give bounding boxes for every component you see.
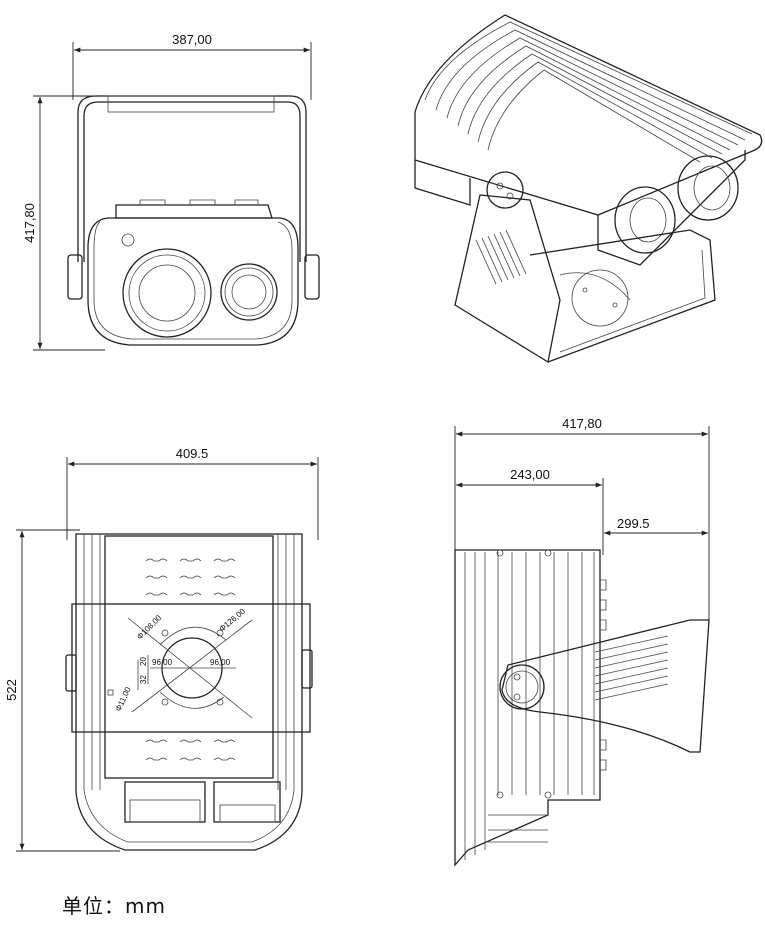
front-bracket bbox=[67, 95, 320, 300]
bottom-base-plate: Φ108,00 Φ126,00 96,00 96,00 20 32 Φ11,00 bbox=[71, 603, 311, 733]
hole-dia-label: Φ11,00 bbox=[114, 685, 133, 713]
front-height-dimension: 417,80 bbox=[22, 95, 105, 351]
side-bracket-label: 299.5 bbox=[617, 516, 650, 531]
offset-96-left-label: 96,00 bbox=[152, 658, 173, 667]
bottom-width-dimension: 409.5 bbox=[66, 446, 319, 540]
side-total-dimension: 417,80 bbox=[454, 416, 710, 620]
dia-126-label: Φ126,00 bbox=[218, 606, 248, 633]
bottom-vents-top bbox=[145, 558, 236, 596]
side-body-dimension: 243,00 bbox=[456, 467, 604, 555]
side-bracket-arm bbox=[499, 619, 710, 753]
front-width-dimension: 387,00 bbox=[72, 32, 312, 100]
unit-label: 单位：mm bbox=[62, 894, 166, 918]
bottom-width-label: 409.5 bbox=[176, 446, 209, 461]
front-small-lens bbox=[220, 263, 278, 321]
offset-96-right-label: 96,00 bbox=[210, 658, 231, 667]
side-bracket-dimension: 299.5 bbox=[604, 516, 708, 536]
bottom-view: 409.5 522 bbox=[4, 446, 319, 852]
offset-20-label: 20 bbox=[139, 657, 148, 666]
iso-lens-barrels bbox=[597, 150, 746, 266]
front-height-label: 417,80 bbox=[22, 203, 37, 243]
isometric-view bbox=[414, 14, 763, 364]
iso-bracket bbox=[454, 171, 716, 364]
front-housing bbox=[87, 199, 299, 346]
offset-32-label: 32 bbox=[139, 675, 148, 684]
bottom-vents-bottom bbox=[145, 739, 236, 761]
bottom-height-dimension: 522 bbox=[4, 529, 120, 852]
side-body-label: 243,00 bbox=[510, 467, 550, 482]
side-view: 417,80 243,00 299.5 bbox=[454, 416, 710, 867]
side-total-label: 417,80 bbox=[562, 416, 602, 431]
front-view: 387,00 417,80 bbox=[22, 32, 320, 351]
front-large-lens bbox=[122, 248, 212, 338]
front-width-label: 387,00 bbox=[172, 32, 212, 47]
bottom-height-label: 522 bbox=[4, 679, 19, 701]
